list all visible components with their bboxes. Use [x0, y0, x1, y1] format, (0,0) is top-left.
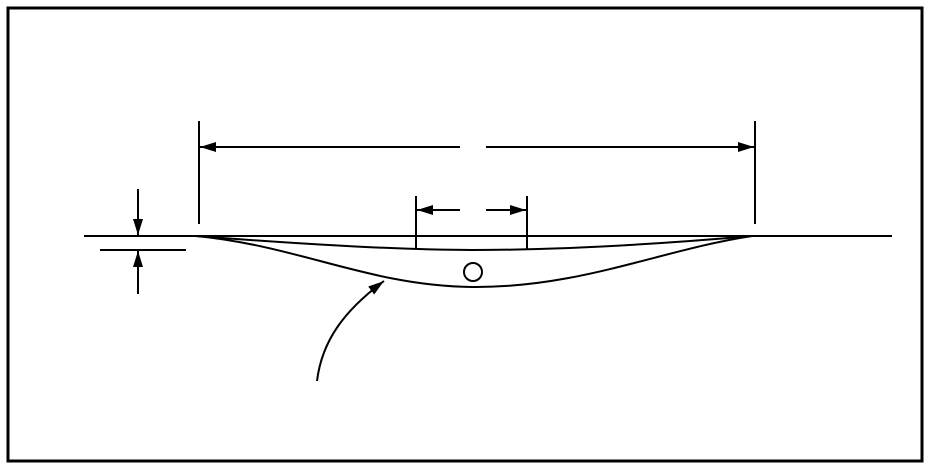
tunnel-circle	[463, 262, 483, 282]
trough-leader-arrow	[316, 280, 385, 382]
shallow-settlement-curve	[195, 235, 753, 252]
settlement-trough-curve	[195, 235, 753, 289]
diagram-frame	[6, 6, 924, 463]
